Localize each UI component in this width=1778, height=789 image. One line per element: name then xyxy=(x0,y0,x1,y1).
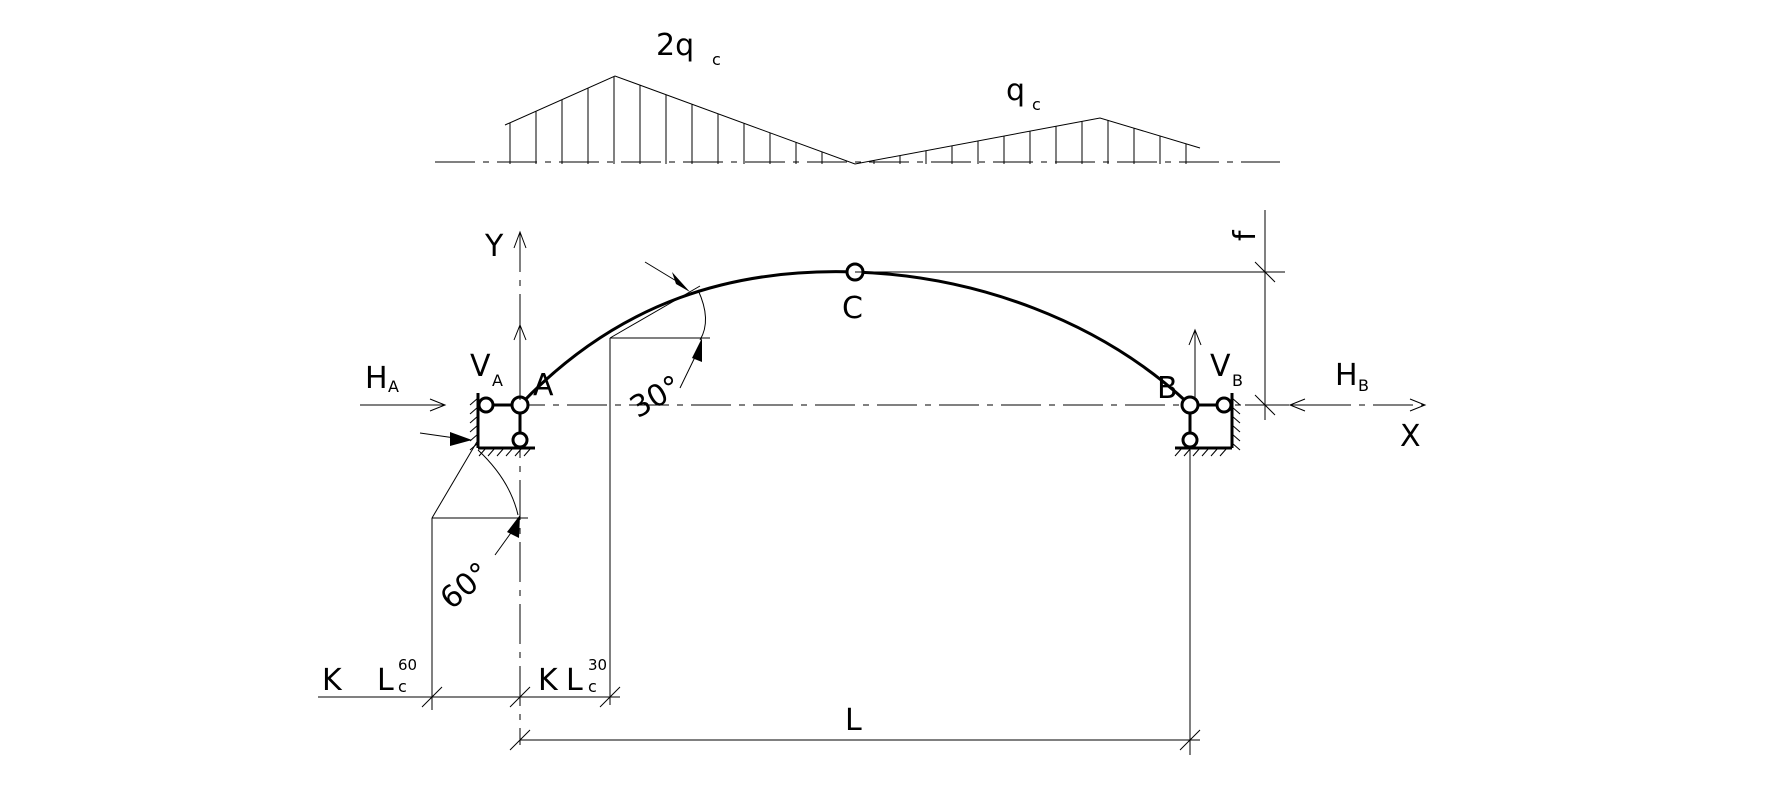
k-left-label: K xyxy=(322,663,343,698)
lc60-label-sub: c xyxy=(398,677,407,696)
hatch-stroke xyxy=(1231,433,1241,442)
support-a: A xyxy=(469,368,554,457)
angle-60-arc xyxy=(477,449,519,516)
va-label: V xyxy=(470,349,491,384)
angle-30-leader-bottom xyxy=(679,354,697,389)
ha-label-sub: A xyxy=(388,377,399,396)
vb-arrowhead-icon xyxy=(1188,328,1202,346)
support-a-hinge-icon xyxy=(477,396,495,414)
hatch-stroke xyxy=(478,447,487,457)
angle-60-leader-bottom xyxy=(494,529,514,556)
support-b: B xyxy=(1157,371,1241,457)
va-arrowhead-icon xyxy=(513,323,527,341)
angle-60-arrowhead-bottom-icon xyxy=(507,515,520,538)
hatch-stroke xyxy=(523,447,532,457)
rise-label: f xyxy=(1228,229,1263,241)
angle-60-arrowhead-top-icon xyxy=(450,432,472,446)
y-axis-arrowhead xyxy=(513,230,527,249)
hatch-stroke xyxy=(1210,447,1219,457)
lc60-label-sup: 60 xyxy=(398,656,417,674)
angle-30-arrowhead-bottom-icon xyxy=(692,338,702,362)
load-label-peak: 2q xyxy=(656,28,694,63)
hatch-stroke xyxy=(469,424,479,433)
support-a-hinge-bottom-icon xyxy=(511,431,529,449)
rise-tick-bottom xyxy=(1254,394,1276,416)
kl-tick-60 xyxy=(421,686,443,708)
k-right-label: K xyxy=(538,663,559,698)
hb-label: H xyxy=(1335,358,1358,393)
angle-60-construction: 60° xyxy=(419,432,528,710)
crown-label: C xyxy=(842,291,863,326)
angle-30-arrowhead-top-icon xyxy=(672,272,690,292)
hatch-stroke xyxy=(505,447,514,457)
angle-60-leader-top xyxy=(419,432,456,439)
hatch-stroke xyxy=(1192,447,1201,457)
vb-label-sub: B xyxy=(1232,371,1243,390)
hatch-stroke xyxy=(514,447,523,457)
support-b-label: B xyxy=(1157,371,1178,406)
ha-arrowhead-icon xyxy=(429,398,447,412)
angle-30-label: 30° xyxy=(624,369,688,426)
angle-60-label: 60° xyxy=(434,556,497,617)
support-a-label: A xyxy=(533,368,554,403)
vb-label: V xyxy=(1210,349,1231,384)
coordinate-axes: Y X xyxy=(484,229,1427,745)
span-tick-b xyxy=(1179,729,1201,751)
va-label-sub: A xyxy=(492,371,503,390)
lc30-label-sup: 30 xyxy=(588,656,607,674)
support-b-hatching xyxy=(1174,397,1241,457)
hatch-stroke xyxy=(1231,442,1241,451)
hatch-stroke xyxy=(469,415,479,424)
kl-tick-30 xyxy=(599,686,621,708)
angle-30-construction: 30° xyxy=(609,261,710,705)
load-label-right-sub: c xyxy=(1032,95,1041,114)
angle-60-tangent xyxy=(431,439,479,519)
hatch-stroke xyxy=(469,406,479,415)
angle-30-tangent xyxy=(609,285,701,339)
hatch-stroke xyxy=(1219,447,1228,457)
hatch-stroke xyxy=(1174,447,1183,457)
hatch-stroke xyxy=(1201,447,1210,457)
load-outline xyxy=(504,75,1201,165)
hb-arrowhead-icon xyxy=(1288,398,1306,412)
arch: C xyxy=(518,262,1192,407)
load-diagram: 2q c q c xyxy=(435,28,1280,165)
reaction-forces: H A V A V B H B xyxy=(360,323,1369,412)
hatch-stroke xyxy=(1231,406,1241,415)
hatch-stroke xyxy=(1231,397,1241,406)
x-axis-label: X xyxy=(1400,419,1421,454)
rise-dimension: f xyxy=(855,210,1285,420)
hb-label-sub: B xyxy=(1358,376,1369,395)
y-axis-label: Y xyxy=(484,229,504,264)
hatch-stroke xyxy=(469,397,479,406)
span-label: L xyxy=(845,703,862,738)
support-b-hinge-icon xyxy=(1215,396,1233,414)
lc30-label: L xyxy=(566,663,583,698)
angle-30-arc xyxy=(697,289,706,341)
load-ordinates xyxy=(509,76,1187,164)
angle-30-leader-top xyxy=(644,261,679,283)
load-label-peak-sub: c xyxy=(712,50,721,69)
support-b-hinge-bottom-icon xyxy=(1181,431,1199,449)
rise-tick-top xyxy=(1254,261,1276,283)
bottom-dimensions: K L c 60 K L c 30 L xyxy=(318,448,1201,755)
hatch-stroke xyxy=(496,447,505,457)
lc30-label-sub: c xyxy=(588,677,597,696)
hatch-stroke xyxy=(1231,424,1241,433)
load-label-right: q xyxy=(1006,73,1025,108)
kl-tick-a xyxy=(509,686,531,708)
ha-label: H xyxy=(365,361,388,396)
span-tick-a xyxy=(509,729,531,751)
arch-hinge-b-icon xyxy=(1180,395,1200,415)
hatch-stroke xyxy=(1231,415,1241,424)
hatch-stroke xyxy=(487,447,496,457)
x-axis-arrowhead xyxy=(1409,398,1427,412)
lc60-label: L xyxy=(377,663,394,698)
